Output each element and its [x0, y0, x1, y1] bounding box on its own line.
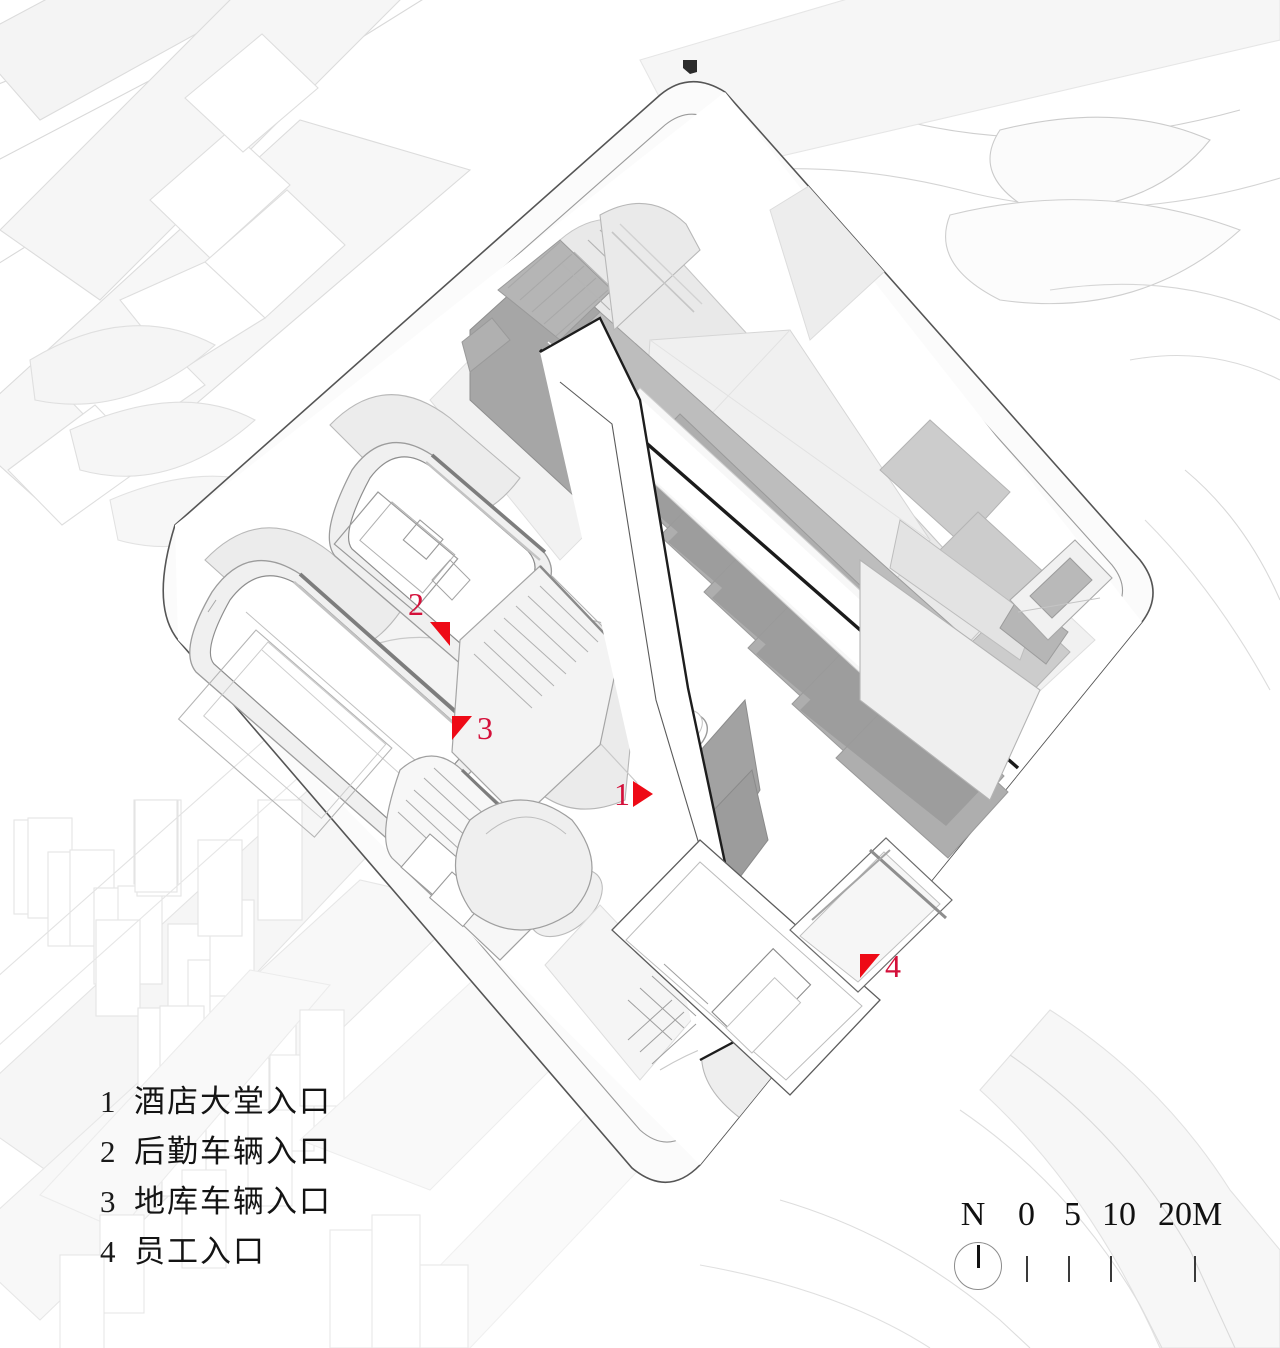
south-lobby-block — [611, 839, 881, 1096]
north-letter: N — [960, 1196, 986, 1233]
legend: 1 酒店大堂入口 2 后勤车辆入口 3 地库车辆入口 4 员工入口 — [100, 1076, 480, 1276]
entry-marker-2-number: 2 — [408, 586, 424, 622]
scale-tick-5 — [1068, 1256, 1071, 1282]
entry-marker-3[interactable]: 3 — [452, 712, 493, 744]
entry-marker-4[interactable]: 4 — [860, 950, 901, 982]
legend-item-4-label: 员工入口 — [134, 1234, 266, 1270]
legend-item-1: 1 酒店大堂入口 — [100, 1076, 480, 1126]
west-south-pod — [454, 799, 593, 931]
north-needle-icon — [976, 1245, 980, 1268]
north-indicator: N — [950, 1196, 1020, 1290]
entry-marker-3-number: 3 — [477, 710, 493, 746]
legend-item-3-number: 3 — [100, 1184, 116, 1219]
entry-marker-2-arrow-icon — [430, 622, 450, 646]
legend-item-2: 2 后勤车辆入口 — [100, 1126, 480, 1176]
scale-label-20: 20M — [1158, 1196, 1223, 1233]
entry-marker-3-arrow-icon — [452, 716, 472, 740]
scale-label-0: 0 — [1018, 1196, 1035, 1233]
entry-marker-1-arrow-icon — [633, 781, 653, 807]
entry-marker-4-number: 4 — [885, 948, 901, 984]
scale-ticks — [1018, 1256, 1218, 1292]
legend-item-2-number: 2 — [100, 1134, 116, 1169]
legend-item-3: 3 地库车辆入口 — [100, 1176, 480, 1226]
entry-marker-2[interactable]: 2 — [408, 588, 450, 646]
staff-entrance-bar — [789, 837, 953, 993]
legend-item-1-label: 酒店大堂入口 — [134, 1084, 332, 1120]
scale-tick-0 — [1026, 1256, 1029, 1282]
entry-marker-1-number: 1 — [614, 776, 630, 812]
entry-marker-4-arrow-icon — [860, 954, 880, 978]
scale-label-5: 5 — [1064, 1196, 1081, 1233]
legend-item-1-number: 1 — [100, 1084, 116, 1119]
east-service-bar — [1009, 539, 1113, 641]
legend-item-4: 4 员工入口 — [100, 1226, 480, 1276]
scale-label-10: 10 — [1102, 1196, 1136, 1233]
scale-tick-20 — [1194, 1256, 1197, 1282]
misc-top-mark — [683, 60, 697, 74]
scale-and-north-block: N 0 5 10 20M — [940, 1198, 1230, 1318]
west-building-cluster — [177, 441, 621, 961]
main-hotel-building — [461, 202, 1113, 1096]
legend-item-2-label: 后勤车辆入口 — [134, 1134, 332, 1170]
legend-item-4-number: 4 — [100, 1234, 116, 1269]
legend-item-3-label: 地库车辆入口 — [134, 1184, 332, 1220]
north-circle-icon — [954, 1242, 1002, 1290]
scale-tick-10 — [1110, 1256, 1113, 1282]
entry-marker-1[interactable]: 1 — [614, 778, 653, 810]
